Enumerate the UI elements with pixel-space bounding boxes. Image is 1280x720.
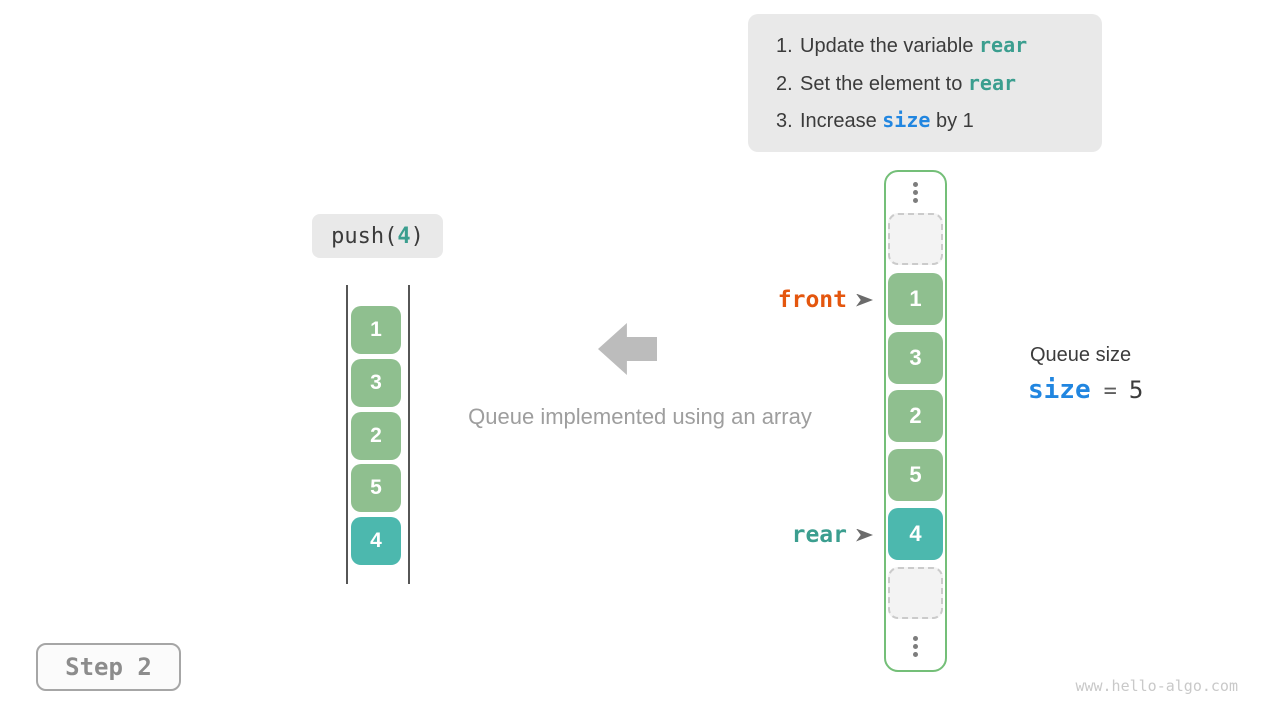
stack-cell-highlighted: 4	[351, 517, 401, 565]
stack-cell: 2	[351, 412, 401, 460]
operation-open: push(	[331, 223, 398, 249]
pointer-arrow-icon	[856, 293, 873, 307]
instruction-number: 2.	[776, 72, 793, 95]
instruction-text: Set the element to rear	[800, 70, 1017, 95]
instruction-step-2: 2. Set the element to rear	[776, 65, 1086, 102]
array-cell: 3	[888, 332, 943, 384]
operation-arg: 4	[397, 223, 411, 249]
array-cell-empty	[888, 213, 943, 265]
equals-sign: =	[1103, 379, 1117, 404]
array-cell-empty	[888, 567, 943, 619]
pointer-arrow-icon	[856, 528, 873, 542]
stack-wall-left	[346, 285, 348, 584]
front-pointer-label: front	[777, 287, 847, 313]
queue-size-value-line: size = 5	[1028, 375, 1143, 405]
instruction-text: Increase size by 1	[800, 108, 974, 132]
diagram-caption: Queue implemented using an array	[468, 404, 812, 429]
left-block-arrow-icon	[598, 323, 657, 375]
code-token-size: size	[882, 108, 931, 132]
operation-close: )	[410, 223, 424, 249]
stack-cell: 1	[351, 306, 401, 354]
array-cell: 5	[888, 449, 943, 501]
size-variable: size	[1028, 375, 1091, 405]
vertical-ellipsis-icon	[913, 182, 918, 203]
rear-pointer: rear	[723, 521, 873, 549]
rear-pointer-label: rear	[791, 522, 847, 548]
instruction-text: Update the variable rear	[800, 33, 1028, 57]
step-badge: Step 2	[36, 643, 181, 691]
queue-size-title: Queue size	[1030, 344, 1132, 366]
array-cell: 1	[888, 273, 943, 325]
vertical-ellipsis-icon	[913, 636, 918, 657]
code-token-rear: rear	[979, 33, 1028, 57]
code-token-rear: rear	[967, 70, 1017, 95]
watermark: www.hello-algo.com	[1075, 677, 1238, 695]
array-cell-rear: 4	[888, 508, 943, 560]
array-cell: 2	[888, 390, 943, 442]
instruction-panel: 1. Update the variable rear 2. Set the e…	[748, 14, 1102, 152]
instruction-step-1: 1. Update the variable rear	[776, 27, 1086, 64]
size-value: 5	[1128, 376, 1144, 404]
instruction-step-3: 3. Increase size by 1	[776, 102, 1086, 139]
operation-label: push(4)	[312, 214, 443, 258]
stack-cell: 5	[351, 464, 401, 512]
front-pointer: front	[723, 286, 873, 314]
instruction-number: 1.	[776, 35, 793, 57]
stack-wall-right	[408, 285, 410, 584]
stack-cell: 3	[351, 359, 401, 407]
instruction-number: 3.	[776, 110, 793, 132]
